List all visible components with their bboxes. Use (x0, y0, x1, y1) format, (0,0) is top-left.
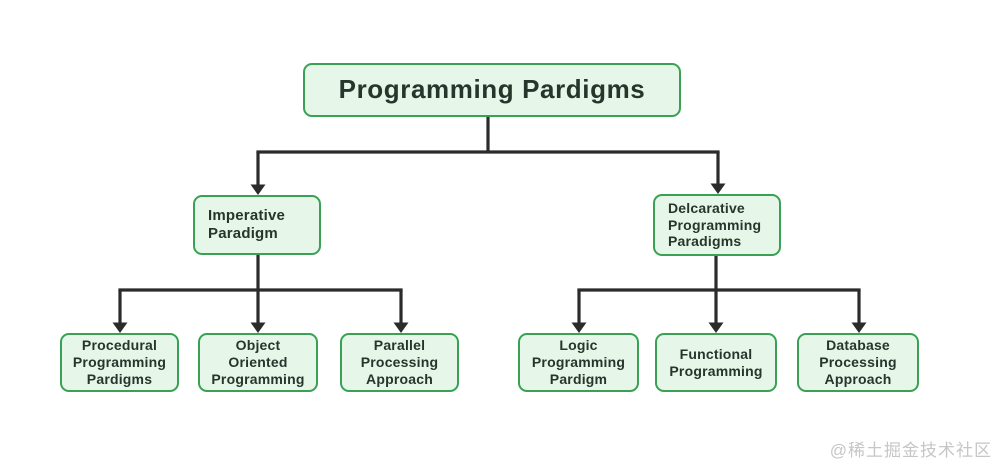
watermark-text: @稀土掘金技术社区 (829, 441, 992, 460)
node-functional-programming: Functional Programming (655, 333, 777, 392)
edge-imperative-to-children (112, 255, 409, 333)
edge-root-to-children (250, 116, 726, 195)
node-imperative-paradigm: Imperative Paradigm (193, 195, 321, 255)
arrowhead-imperative (250, 184, 266, 195)
arrowhead-functional (708, 322, 724, 333)
arrowhead-parallel (393, 322, 409, 333)
edge-declarative-to-children (571, 256, 867, 333)
arrowhead-database (851, 322, 867, 333)
node-object-oriented-programming: Object Oriented Programming (198, 333, 318, 392)
node-procedural-programming-paradigms: Procedural Programming Pardigms (60, 333, 179, 392)
node-declarative-programming-paradigms: Delcarative Programming Paradigms (653, 194, 781, 256)
arrowhead-procedural (112, 322, 128, 333)
arrowhead-object-oriented (250, 322, 266, 333)
node-programming-paradigms: Programming Pardigms (303, 63, 681, 117)
node-logic-programming-paradigm: Logic Programming Pardigm (518, 333, 639, 392)
node-database-processing-approach: Database Processing Approach (797, 333, 919, 392)
arrowhead-logic (571, 322, 587, 333)
arrowhead-declarative (710, 183, 726, 194)
node-parallel-processing-approach: Parallel Processing Approach (340, 333, 459, 392)
